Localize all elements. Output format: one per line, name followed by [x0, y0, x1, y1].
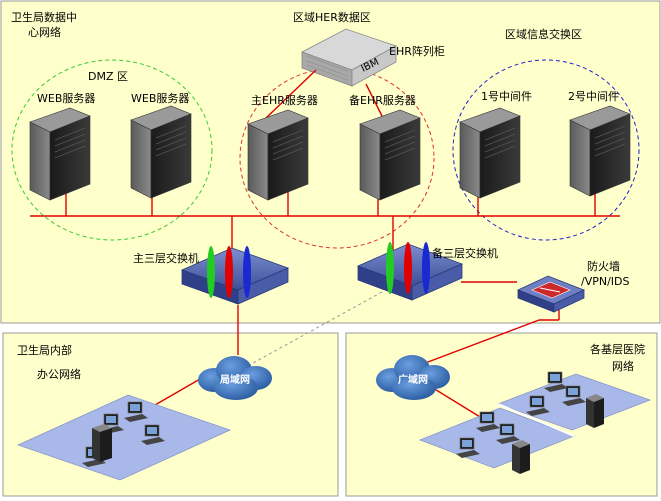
datacenter-label-line1: 卫生局数据中	[11, 10, 77, 24]
lan-floor	[16, 394, 232, 481]
exchange-circle	[452, 59, 640, 241]
ehr-backup-server-label: 备EHR服务器	[349, 93, 416, 107]
lan-cloud-label: 局域网	[219, 373, 250, 386]
her-circle	[239, 67, 435, 249]
wan-floor-divider	[497, 403, 575, 437]
lan-workstations	[82, 401, 165, 467]
lan-label-line1: 卫生局内部	[17, 343, 72, 357]
wan-label-line1: 各基层医院	[590, 342, 645, 356]
firewall-device	[516, 275, 586, 313]
lan-label-line2: 办公网络	[37, 367, 81, 381]
wan-cloud	[376, 355, 450, 400]
backup-switch-label: 备三层交换机	[432, 246, 498, 260]
middleware-1-server	[459, 107, 521, 199]
firewall-label-line2: /VPN/IDS	[581, 275, 630, 288]
her-area-label: 区域HER数据区	[293, 10, 371, 24]
wan-cloud-label: 广域网	[398, 373, 428, 386]
wan-workstations	[456, 371, 604, 474]
web-server-1	[29, 107, 91, 201]
storage-label: EHR阵列柜	[389, 44, 445, 58]
middleware-1-label: 1号中间件	[481, 90, 532, 103]
main-l3-switch	[180, 246, 290, 305]
web-server-2	[130, 105, 192, 199]
exchange-area-label: 区域信息交换区	[505, 27, 582, 41]
datacenter-label-line2: 心网络	[28, 25, 61, 39]
ehr-main-server	[247, 109, 309, 201]
lan-cloud	[198, 356, 272, 400]
dmz-circle	[11, 59, 213, 241]
firewall-label-line1: 防火墙	[587, 259, 620, 273]
web-server-2-label: WEB服务器	[131, 92, 189, 105]
ehr-main-server-label: 主EHR服务器	[251, 94, 318, 107]
web-server-1-label: WEB服务器	[37, 92, 95, 105]
backup-lan-link	[243, 291, 383, 369]
dmz-label: DMZ 区	[88, 70, 128, 83]
ehr-storage-array: IBM	[301, 28, 397, 87]
main-switch-label: 主三层交换机	[133, 251, 199, 265]
middleware-2-server	[569, 105, 631, 197]
wan-label-line2: 网络	[612, 359, 634, 373]
link-lines	[30, 69, 620, 421]
backup-l3-switch	[356, 242, 464, 301]
middleware-2-label: 2号中间件	[568, 90, 619, 103]
ehr-backup-server	[359, 109, 421, 201]
